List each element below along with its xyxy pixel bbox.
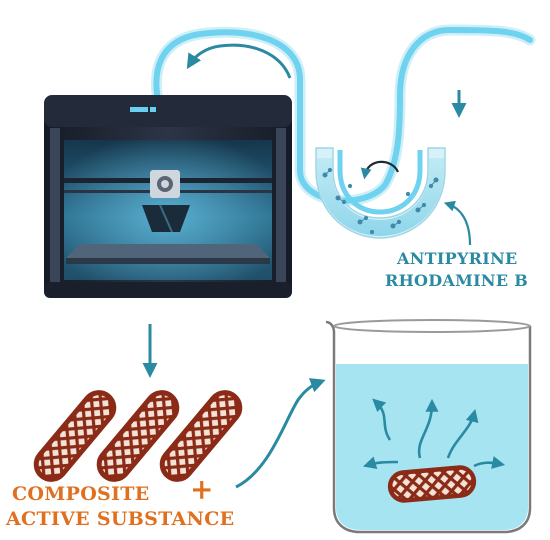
3d-printer-icon [44,95,292,298]
lattice-pill-icon [159,390,243,482]
u-tube-bath-icon [315,147,446,239]
plus-sign: + [190,473,214,506]
lattice-pill-icon [33,390,117,482]
beaker-icon [325,319,532,534]
lattice-pill-icon [96,390,180,482]
lattice-pill-icon [387,465,477,503]
label-pointer [443,200,472,246]
product-label-composite: COMPOSITE [12,483,150,505]
flow-arrow-top [186,43,292,79]
reagent-label-rhodamine: RHODAMINE B [385,271,529,290]
printed-objects [33,390,243,482]
product-to-beaker-arrow [235,378,326,489]
reagent-label-antipyrine: ANTIPYRINE [397,249,518,268]
product-label-active-substance: ACTIVE SUBSTANCE [6,508,235,530]
